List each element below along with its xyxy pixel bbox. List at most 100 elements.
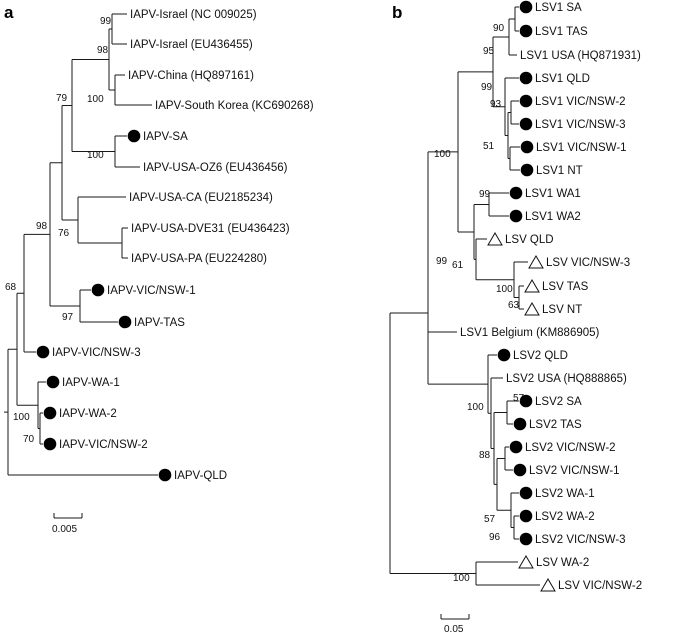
- filled-circle-marker: [509, 209, 523, 223]
- panel-b-markers: [487, 0, 556, 592]
- taxon-label: IAPV-VIC/NSW-1: [107, 285, 196, 297]
- taxon-label: IAPV-QLD: [174, 470, 227, 482]
- tree-branch: [508, 18, 517, 56]
- bootstrap-value: 93: [490, 99, 502, 110]
- bootstrap-value: 98: [36, 221, 48, 232]
- taxon-label: LSV1 Belgium (KM886905): [460, 327, 600, 339]
- taxon-label: LSV2 QLD: [513, 350, 568, 362]
- panel-a-tree: a IAPV-Israel (NC 009025)IAPV-Israel (EU…: [4, 3, 314, 535]
- taxon-label: LSV2 TAS: [529, 419, 582, 431]
- panel-a-scale-bar: 0.005: [52, 513, 83, 535]
- tree-branch: [514, 6, 519, 32]
- tree-branch: [510, 492, 519, 528]
- taxon-label: IAPV-VIC/NSW-3: [52, 347, 141, 359]
- panel-b-tree: b LSV1 SA LSV1 TAS LSV1 USA (HQ871931) LSV1…: [389, 0, 642, 633]
- taxon-label: IAPV-WA-2: [59, 408, 117, 420]
- filled-circle-marker: [513, 417, 527, 431]
- taxon-label: IAPV-USA-PA (EU224280): [131, 253, 267, 265]
- filled-circle-marker: [43, 406, 57, 420]
- panel-b-scale-label: 0.05: [444, 624, 464, 633]
- filled-circle-marker: [519, 532, 533, 546]
- filled-circle-marker: [519, 24, 533, 38]
- bootstrap-value: 57: [513, 393, 525, 404]
- taxon-label: IAPV-China (HQ897161): [128, 70, 254, 82]
- filled-circle-marker: [519, 394, 533, 408]
- tree-branch: [492, 36, 509, 108]
- taxon-label: IAPV-USA-DVE31 (EU436423): [131, 223, 290, 235]
- taxon-label: LSV2 USA (HQ888865): [506, 373, 627, 385]
- taxon-label: IAPV-WA-1: [62, 377, 120, 389]
- bootstrap-value: 97: [62, 312, 74, 323]
- bootstrap-value: 100: [434, 149, 451, 160]
- tree-branch: [389, 312, 476, 574]
- filled-circle-marker: [513, 463, 527, 477]
- bootstrap-value: 76: [58, 228, 70, 239]
- tree-branch: [427, 151, 458, 333]
- taxon-label: IAPV-Israel (NC 009025): [130, 9, 257, 21]
- taxon-label: LSV1 USA (HQ871931): [520, 50, 641, 62]
- tree-branch: [518, 285, 524, 310]
- bootstrap-value: 70: [23, 434, 35, 445]
- filled-circle-marker: [509, 440, 523, 454]
- taxon-label: IAPV-TAS: [134, 317, 185, 329]
- taxon-label: IAPV-USA-OZ6 (EU436456): [143, 162, 288, 174]
- tree-branch: [111, 13, 127, 45]
- taxon-label: LSV1 VIC/NSW-3: [535, 119, 626, 131]
- bootstrap-value: 100: [496, 284, 513, 295]
- bootstrap-value: 51: [483, 141, 495, 152]
- bootstrap-value: 79: [56, 93, 68, 104]
- bootstrap-value: 100: [453, 573, 470, 584]
- taxon-label: LSV2 VIC/NSW-2: [525, 442, 616, 454]
- tree-branch: [39, 412, 43, 445]
- tree-branch: [61, 105, 78, 221]
- bootstrap-value: 88: [479, 450, 491, 461]
- filled-circle-marker: [158, 468, 172, 482]
- tree-branch: [509, 146, 520, 171]
- taxon-label: LSV NT: [542, 304, 582, 316]
- tree-branch: [490, 377, 503, 449]
- taxon-label: LSV2 VIC/NSW-3: [535, 534, 626, 546]
- bootstrap-value: 100: [467, 402, 484, 413]
- tree-branch: [487, 354, 497, 414]
- panel-b-label: b: [392, 3, 402, 22]
- filled-circle-marker: [519, 509, 533, 523]
- taxon-label: LSV VIC/NSW-3: [546, 257, 630, 269]
- bootstrap-value: 63: [508, 300, 520, 311]
- tree-branch: [37, 381, 46, 429]
- filled-circle-marker: [519, 117, 533, 131]
- bootstrap-value: 99: [436, 256, 448, 267]
- taxon-label: LSV QLD: [505, 234, 554, 246]
- filled-circle-marker: [519, 71, 533, 85]
- bootstrap-value: 90: [493, 23, 505, 34]
- taxon-label: LSV WA-2: [536, 557, 589, 569]
- taxon-label: LSV1 VIC/NSW-1: [536, 142, 627, 154]
- tree-branch: [496, 458, 511, 511]
- taxon-label: IAPV-Israel (EU436455): [130, 39, 253, 51]
- taxon-label: IAPV-USA-CA (EU2185234): [129, 192, 273, 204]
- taxon-label: LSV TAS: [542, 281, 589, 293]
- bootstrap-value: 100: [87, 150, 104, 161]
- taxon-label: IAPV-SA: [143, 131, 188, 143]
- bootstrap-value: 98: [97, 45, 109, 56]
- bootstrap-value: 96: [489, 532, 501, 543]
- taxon-label: LSV1 VIC/NSW-2: [535, 96, 626, 108]
- open-triangle-marker: [540, 578, 556, 592]
- taxon-label: LSV1 TAS: [535, 26, 588, 38]
- bootstrap-value: 95: [483, 46, 495, 57]
- taxon-label: LSV1 WA2: [525, 211, 581, 223]
- taxon-label: LSV2 WA-1: [535, 488, 595, 500]
- taxon-label: LSV VIC/NSW-2: [558, 580, 642, 592]
- tree-branch: [77, 196, 126, 244]
- panel-b-branches: [389, 6, 540, 586]
- taxon-label: LSV2 VIC/NSW-1: [529, 465, 620, 477]
- bootstrap-value: 57: [484, 514, 496, 525]
- open-triangle-marker: [524, 302, 540, 316]
- bootstrap-value: 99: [479, 189, 491, 200]
- tree-branch: [488, 192, 509, 217]
- bootstrap-value: 99: [100, 16, 112, 27]
- taxon-label: LSV1 SA: [535, 2, 582, 14]
- filled-circle-marker: [118, 315, 132, 329]
- tree-branch: [510, 100, 519, 125]
- tree-branch: [121, 227, 128, 259]
